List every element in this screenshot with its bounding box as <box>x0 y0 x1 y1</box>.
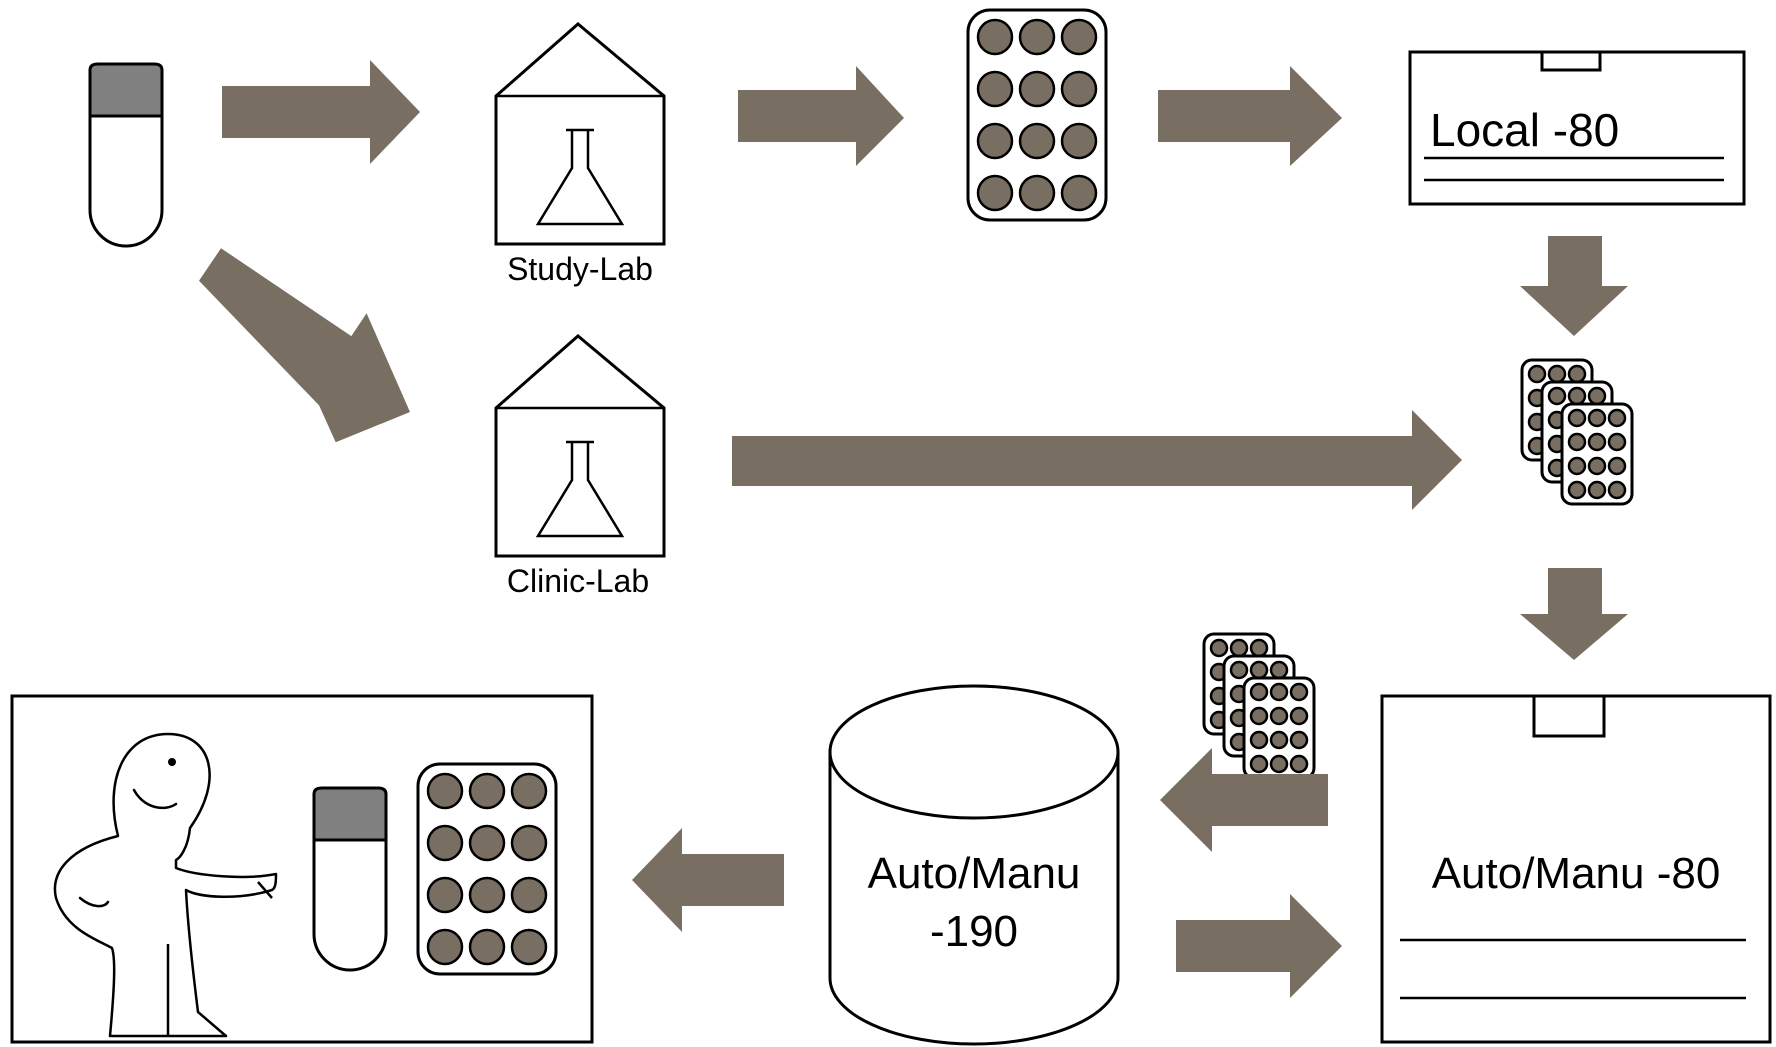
plate-icon <box>416 762 558 976</box>
sample-tube-icon <box>88 62 164 248</box>
auto-freezer-80-node: Auto/Manu -80 <box>1380 694 1772 1044</box>
arrow-tube-to-clinic-lab <box>199 248 410 443</box>
flask-icon <box>535 128 625 226</box>
arrow-plate-to-local-freezer <box>1158 66 1342 166</box>
plate-stack-icon <box>1520 358 1634 506</box>
flask-icon <box>535 440 625 538</box>
arrow-local-freezer-to-plate-stack <box>1520 236 1628 336</box>
arrow-clinic-lab-to-plate-stack <box>732 410 1462 510</box>
arrow-study-lab-to-plate <box>738 66 904 166</box>
cryo-tank-label-line2: -190 <box>930 907 1018 956</box>
cryo-tank-icon: Auto/Manu -190 <box>828 684 1120 1046</box>
plate-icon <box>966 8 1108 222</box>
arrow-cryo-tank-to-researcher <box>632 828 784 932</box>
study-lab-node: Study-Lab <box>494 22 666 287</box>
plate-stack-icon <box>1202 632 1316 780</box>
arrow-cryo-tank-to-auto-freezer <box>1176 894 1342 998</box>
researcher-panel <box>10 694 594 1044</box>
study-lab-label: Study-Lab <box>507 251 653 287</box>
local-freezer-node: Local -80 <box>1408 50 1746 206</box>
local-freezer-label: Local -80 <box>1430 104 1619 156</box>
arrow-tube-to-study-lab <box>222 60 420 164</box>
researcher-icon <box>53 732 278 1038</box>
auto-freezer-80-label: Auto/Manu -80 <box>1432 849 1721 898</box>
arrow-auto-freezer-to-cryo-tank <box>1160 748 1328 852</box>
sample-tube-icon <box>312 786 388 972</box>
arrow-plate-stack-to-auto-freezer <box>1520 568 1628 660</box>
cryo-tank-label-line1: Auto/Manu <box>868 849 1081 898</box>
clinic-lab-node: Clinic-Lab <box>494 334 666 599</box>
clinic-lab-label: Clinic-Lab <box>507 563 649 599</box>
